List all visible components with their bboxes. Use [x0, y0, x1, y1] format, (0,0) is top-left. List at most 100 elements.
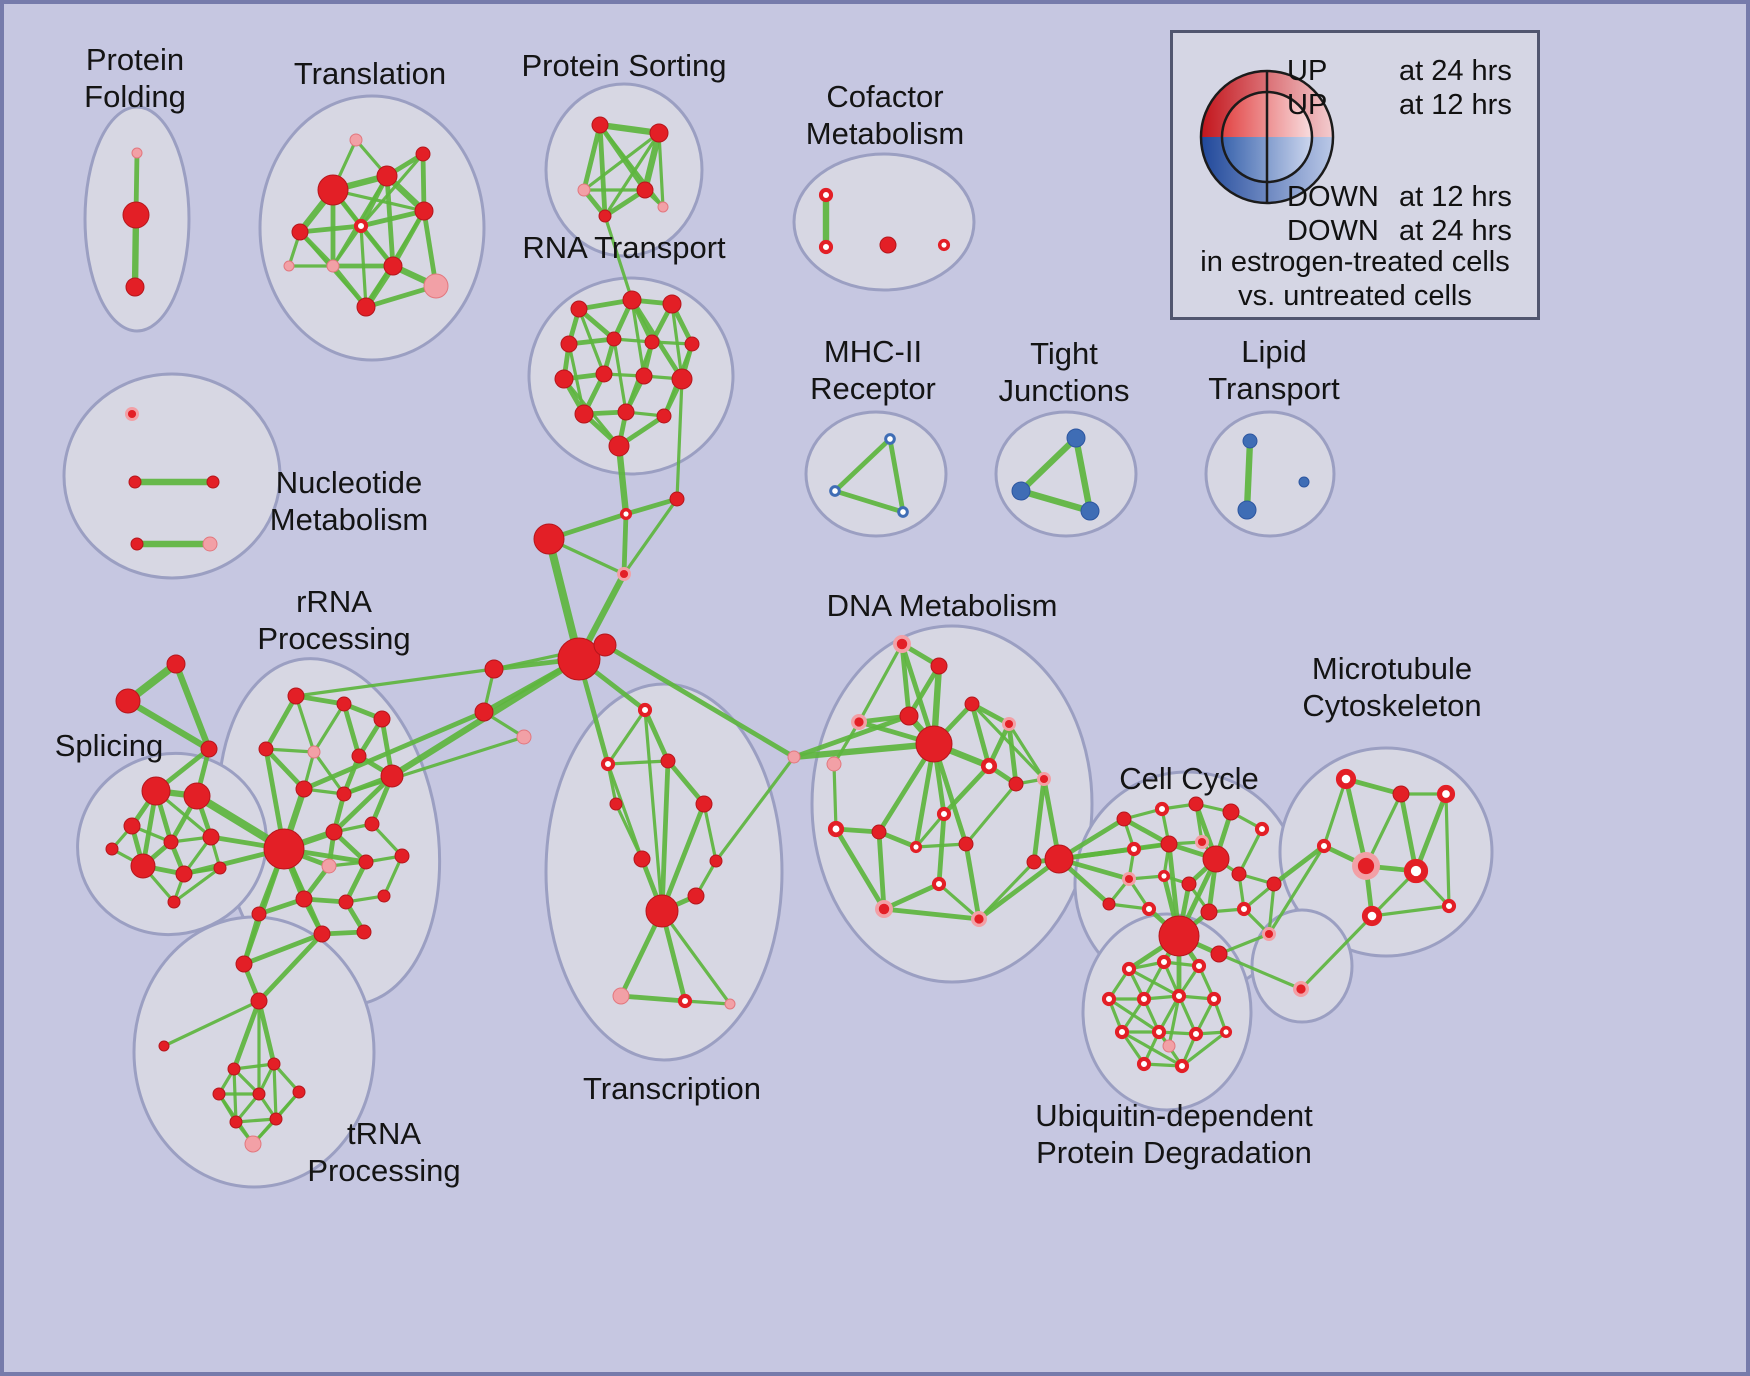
legend-caption: in estrogen-treated cells vs. untreated …: [1173, 245, 1537, 313]
legend-row-down-12: DOWN at 12 hrs: [1173, 181, 1537, 213]
network-edge: [1413, 791, 1449, 874]
network-node-down: [1080, 501, 1100, 521]
network-node-up-ring: [1254, 821, 1270, 837]
network-node-up: [671, 368, 693, 390]
network-edge: [172, 660, 213, 753]
network-node-up: [377, 889, 391, 903]
network-node-up: [1181, 876, 1197, 892]
network-node-up-weak: [283, 260, 295, 272]
network-node-up: [251, 906, 267, 922]
cluster-label-nucleotide-metabolism: Nucleotide: [276, 465, 422, 500]
network-edge: [857, 642, 904, 724]
network-node-up-weak: [516, 729, 532, 745]
network-node-up: [656, 408, 672, 424]
cluster-label-rrna-processing: rRNA: [296, 584, 372, 619]
network-node-up: [1008, 776, 1024, 792]
network-edge: [832, 436, 893, 494]
network-node-up: [1197, 837, 1207, 847]
network-node-down-ring: [884, 433, 896, 445]
network-edge: [1322, 777, 1348, 848]
network-edge: [1180, 1030, 1228, 1068]
network-node-up-ring: [1136, 1056, 1152, 1072]
network-edge: [1267, 882, 1276, 936]
network-node-up-ring: [937, 238, 951, 252]
network-node-down-ring: [829, 485, 841, 497]
network-edge: [914, 842, 968, 849]
cluster-label-dna-metabolism: DNA Metabolism: [827, 588, 1058, 623]
network-edge: [1398, 791, 1419, 874]
network-edge: [642, 707, 671, 764]
network-edge: [1072, 434, 1094, 515]
network-node-up: [213, 861, 227, 875]
network-node-up: [183, 782, 211, 810]
network-node-up: [557, 637, 601, 681]
network-node-up: [130, 853, 156, 879]
network-node-up: [258, 741, 274, 757]
network-node-up: [484, 659, 504, 679]
network-node-up: [166, 654, 186, 674]
network-node-up: [141, 776, 171, 806]
network-edge: [331, 773, 395, 835]
network-node-up: [267, 1057, 281, 1071]
network-edge: [606, 762, 644, 861]
network-edge: [1167, 994, 1181, 1048]
network-node-up: [636, 181, 654, 199]
network-node-up: [295, 890, 313, 908]
network-edge: [1121, 816, 1172, 847]
network-node-up: [380, 764, 404, 788]
network-edge: [294, 694, 316, 754]
network-node-down: [1011, 481, 1031, 501]
network-node-up: [163, 834, 179, 850]
network-node-up: [669, 491, 685, 507]
network-node-down: [1066, 428, 1086, 448]
network-node-up-weak: [244, 1135, 262, 1153]
network-edge: [358, 208, 427, 229]
network-edge: [606, 759, 670, 766]
network-node-down: [1298, 476, 1310, 488]
network-edge: [876, 829, 887, 912]
network-node-up: [609, 797, 623, 811]
network-edge: [659, 801, 707, 914]
legend-time-label: at 24 hrs: [1399, 215, 1512, 247]
network-edge: [832, 762, 838, 831]
network-node-up: [1202, 845, 1230, 873]
network-edge: [1031, 776, 1047, 865]
network-node-up: [295, 780, 313, 798]
network-edge: [615, 442, 630, 518]
network-edge: [331, 188, 426, 213]
network-edge: [312, 750, 346, 796]
network-node-up: [130, 537, 144, 551]
network-node-up: [608, 435, 630, 457]
network-node-up: [474, 702, 494, 722]
network-edge: [1237, 827, 1264, 876]
network-node-up: [127, 409, 137, 419]
cluster-ellipse-cofactor-metabolism: [792, 152, 976, 292]
network-node-up: [200, 740, 218, 758]
network-node-up-ring: [1361, 905, 1383, 927]
network-edge: [790, 740, 938, 761]
network-node-up: [974, 914, 984, 924]
network-node-up: [533, 523, 565, 555]
cluster-label-mhc-ii-receptor: MHC-II: [824, 334, 922, 369]
network-node-up: [351, 748, 367, 764]
network-node-up: [1392, 785, 1410, 803]
network-edge: [1217, 952, 1303, 991]
network-edge: [623, 496, 680, 517]
network-edge: [881, 906, 982, 922]
network-edge: [1007, 722, 1046, 781]
network-node-up: [1026, 854, 1042, 870]
network-edge: [263, 746, 307, 792]
network-node-up: [1264, 929, 1274, 939]
network-node-up: [622, 290, 642, 310]
network-node-up: [649, 123, 669, 143]
network-edge: [241, 931, 325, 967]
network-node-up-ring: [1156, 954, 1172, 970]
network-node-up: [645, 894, 679, 928]
network-edge: [675, 377, 684, 501]
network-edge: [596, 121, 663, 137]
network-node-up-ring: [353, 218, 369, 234]
cluster-label-ubiquitin-degradation: Protein Degradation: [1036, 1135, 1312, 1170]
network-node-up-ring: [600, 756, 616, 772]
network-edge: [581, 122, 603, 193]
